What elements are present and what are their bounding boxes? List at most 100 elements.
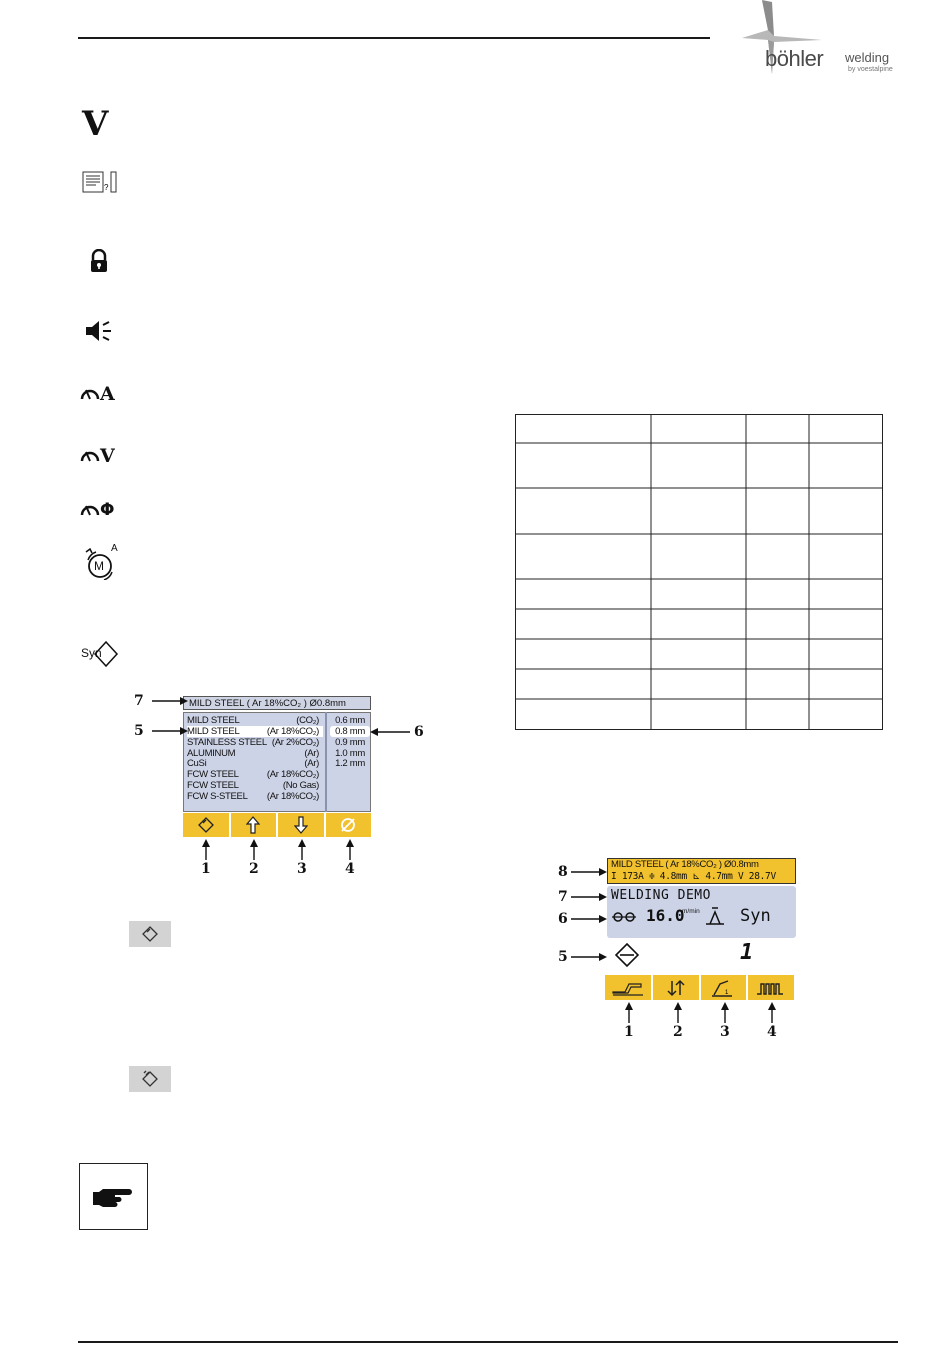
rotate-diamond-icon (142, 926, 158, 942)
callout-5b: 5 (558, 949, 568, 965)
motor-amp-icon: M A (80, 543, 122, 581)
callout-arrow-icon (346, 839, 354, 860)
current-readout: I 173A (611, 871, 644, 882)
diameter-item[interactable]: 1.0 mm (335, 748, 365, 759)
diameter-button[interactable] (325, 813, 371, 837)
material-name: STAINLESS STEEL (187, 737, 267, 748)
gauge-volt-icon: V (80, 445, 115, 467)
down-button[interactable] (278, 813, 326, 837)
torch-button[interactable] (605, 975, 653, 1000)
gauge-wire-icon: Φ (80, 500, 114, 520)
callout-arrow-icon (768, 1002, 776, 1023)
material-name: ALUMINUM (187, 748, 236, 759)
screen1-title-bar: MILD STEEL ( Ar 18%CO₂ ) Ø0.8mm (183, 696, 371, 710)
material-item[interactable]: ALUMINUM(Ar) (187, 748, 323, 759)
material-item-selected[interactable]: MILD STEEL (Ar 18%CO₂) (187, 726, 323, 737)
callout-arrow-icon (571, 953, 607, 961)
screen2-readout-line: I 173A ≑ 4.8mm ⊾ 4.7mm V 28.7V (611, 871, 776, 882)
callout-arrow-icon (721, 1002, 729, 1023)
callout-2b: 2 (673, 1024, 683, 1040)
material-item[interactable]: CuSi (Ar) (187, 758, 323, 769)
callout-arrow-icon (298, 839, 306, 860)
torch-position-icon (706, 907, 724, 925)
gauge-dial-icon (80, 389, 100, 400)
rotate-hold-gray-button[interactable] (129, 1066, 171, 1092)
wire-speed-value: 16.0 (646, 906, 685, 925)
callout-arrow-icon (571, 915, 607, 923)
diameter-item-selected[interactable]: 0.8 mm (330, 726, 370, 737)
footer-rule (78, 1341, 898, 1343)
diameter-item[interactable]: 1.2 mm (335, 758, 365, 769)
brand-byline: by voestalpine (848, 66, 893, 73)
diameter-item[interactable]: 0.9 mm (335, 737, 365, 748)
voltage-readout: V 28.7V (737, 871, 776, 882)
up-down-button[interactable] (652, 975, 701, 1000)
callout-arrow-icon (625, 1002, 633, 1023)
bohler-logo-star-icon (742, 0, 822, 74)
material-gas: (Ar) (304, 758, 319, 769)
arrow-down-icon (293, 816, 308, 834)
screen1-softkeys (183, 813, 371, 837)
wire-speed-unit: m/min (682, 908, 700, 915)
arrows-updown-icon (667, 979, 685, 996)
program-indicator: 1 (740, 940, 754, 965)
diameter-item[interactable]: 0.6 mm (335, 715, 365, 726)
callout-7b: 7 (558, 889, 568, 905)
motor-circle-icon (85, 547, 113, 581)
material-item[interactable]: MILD STEEL(CO₂) (187, 715, 323, 726)
wire-readout: 4.8mm (659, 871, 687, 882)
pointing-hand-icon (92, 1188, 132, 1207)
rotate-button[interactable] (183, 813, 231, 837)
speaker-icon (86, 321, 111, 341)
material-gas: (CO₂) (296, 715, 319, 726)
material-gas: (Ar 18%CO₂) (266, 769, 319, 780)
callout-6b: 6 (558, 911, 568, 927)
material-gas: (Ar 2%CO₂) (271, 737, 319, 748)
torch-settings-button[interactable]: 1 (700, 975, 749, 1000)
callout-arrow-icon (152, 697, 188, 705)
callout-arrow-icon (152, 727, 188, 735)
gauge-amp-label: A (100, 383, 115, 405)
up-button[interactable] (230, 813, 278, 837)
material-item[interactable]: FCW STEEL(No Gas) (187, 780, 323, 791)
arrow-up-icon (246, 816, 261, 834)
lock-icon (91, 249, 107, 272)
diameter-icon (341, 818, 356, 832)
motor-letter: M (94, 559, 104, 573)
callout-2: 2 (249, 861, 259, 877)
callout-arrow-icon (571, 868, 607, 876)
callout-8: 8 (558, 864, 568, 880)
syn-diamond-icon (93, 640, 119, 668)
callout-7: 7 (134, 693, 144, 709)
rotate-diamond-hold-icon (142, 1070, 158, 1087)
material-name: CuSi (187, 758, 207, 769)
volt-v-icon: V (82, 104, 109, 144)
callout-3b: 3 (720, 1024, 730, 1040)
torch-icon (612, 982, 643, 996)
material-item[interactable]: FCW STEEL(Ar 18%CO₂) (187, 769, 323, 780)
material-item[interactable]: STAINLESS STEEL (Ar 2%CO₂) (187, 737, 323, 748)
gauge-wire-label: Φ (100, 500, 115, 520)
material-name: FCW STEEL (187, 780, 239, 791)
gauge-dial-icon (80, 451, 100, 462)
brand-subtitle: welding (845, 50, 890, 65)
material-name: MILD STEEL (187, 726, 240, 737)
callout-4: 4 (345, 861, 355, 877)
wire-diameter-icon: ≑ (648, 871, 655, 882)
screen1-separator (325, 712, 327, 812)
rotate-gray-button[interactable] (129, 921, 171, 947)
callout-3: 3 (297, 861, 307, 877)
torch-angle-icon: 1 (712, 979, 733, 997)
callout-5: 5 (134, 723, 144, 739)
material-item[interactable]: FCW S-STEEL(Ar 18%CO₂) (187, 791, 323, 802)
wire-feed-icon (612, 912, 636, 922)
material-gas: (Ar 18%CO₂) (266, 726, 319, 737)
program-name: WELDING DEMO (611, 888, 711, 903)
screen2-status-bar (607, 858, 796, 884)
waveform-button[interactable] (748, 975, 796, 1000)
callout-arrow-icon (571, 893, 607, 901)
thickness-readout: 4.7mm (705, 871, 733, 882)
callout-arrow-icon (250, 839, 258, 860)
thickness-icon: ⊾ (692, 871, 700, 882)
screen2-material-line: MILD STEEL ( Ar 18%CO₂ ) Ø0.8mm (611, 859, 759, 870)
